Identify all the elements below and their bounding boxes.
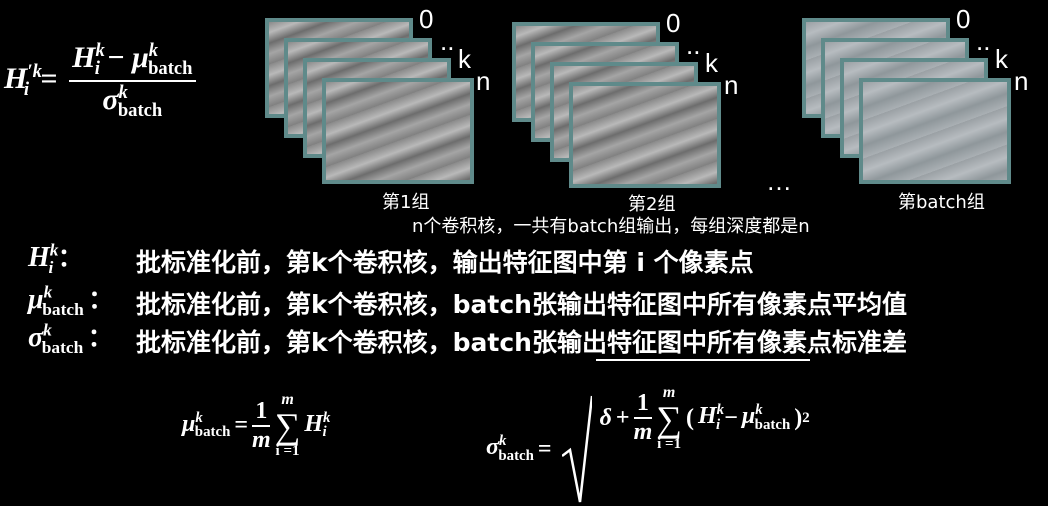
formula-numerator: Hki − μkbatch [69,40,196,82]
depth-label-n: n [724,70,739,100]
definition-sigma-text: 批标准化前，第k个卷积核，batch张输出特征图中所有像素点标准差 [136,328,907,357]
definition-sigma: σkbatch ： [28,320,113,357]
square-root-sign [561,395,592,503]
depth-label-dots: .. [976,26,991,56]
formula-lhs: H′ki [4,60,42,100]
depth-label-0: 0 [666,8,681,38]
definition-mu-text: 批标准化前，第k个卷积核，batch张输出特征图中所有像素点平均值 [136,290,907,319]
group-label-1: 第1组 [382,192,430,213]
feature-map [859,78,1011,184]
summation-symbol: m ∑ i =1 [274,391,301,459]
feature-map [569,82,721,188]
depth-label-dots: .. [440,26,455,56]
depth-label-k: k [458,44,471,74]
depth-label-0: 0 [419,4,434,34]
group-label-batch: 第batch组 [898,192,985,213]
depth-label-k: k [705,48,718,78]
depth-label-n: n [476,66,491,96]
depth-label-k: k [995,44,1008,74]
formula-fraction: Hki − μkbatch σkbatch [69,40,196,122]
depth-label-0: 0 [956,4,971,34]
stack-ellipsis: … [766,166,792,196]
definition-h-text: 批标准化前，第k个卷积核，输出特征图中第 i 个像素点 [136,248,754,277]
formula-denominator: σkbatch [102,82,163,121]
stacks-caption: n个卷积核，一共有batch组输出，每组深度都是n [412,216,810,237]
definition-h: Hki ： [28,240,83,277]
depth-label-n: n [1014,66,1029,96]
feature-map [322,78,474,184]
normalization-formula: H′ki = Hki − μkbatch σkbatch [4,40,196,122]
definition-mu: μkbatch ： [28,282,114,319]
group-label-2: 第2组 [628,194,676,215]
summation-symbol: m ∑ i =1 [656,383,682,452]
depth-label-dots: .. [686,30,701,60]
